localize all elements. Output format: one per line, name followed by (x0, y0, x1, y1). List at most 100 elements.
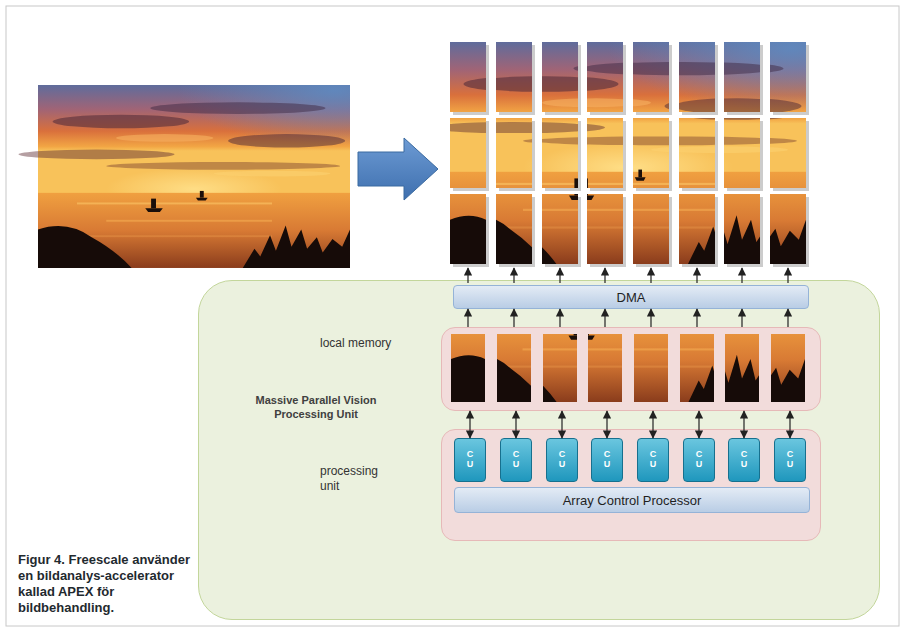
connector-arrow (604, 309, 605, 327)
image-tile (461, 42, 767, 252)
tile-shadow (590, 45, 626, 115)
compute-unit: C U (546, 438, 578, 482)
memory-tile (481, 198, 770, 402)
image-tile (481, 48, 787, 258)
image-tile (500, 42, 809, 252)
region-label: Massive Parallel Vision Processing Unit (246, 393, 386, 422)
dma-bar: DMA (453, 285, 809, 309)
connector-arrow (559, 309, 560, 327)
tile-shadow (545, 197, 581, 267)
connector-arrow (743, 411, 744, 438)
tile-shadow (682, 121, 718, 191)
output-arrow (559, 268, 560, 283)
image-tile (471, 54, 777, 267)
tile-shadow (727, 197, 763, 267)
compute-unit: C U (683, 438, 715, 482)
tile-image (481, 54, 787, 264)
image-tile (500, 54, 809, 267)
tile-shadow (773, 121, 809, 191)
tile-shadow (453, 45, 489, 115)
image-tile (461, 54, 767, 267)
tile-image (471, 54, 777, 264)
tile-image (500, 42, 806, 252)
tile-shadow (727, 45, 763, 115)
unit-label: C U (467, 450, 474, 470)
tile-image (442, 48, 748, 258)
tile-image (481, 48, 787, 258)
unit-label: C U (787, 450, 794, 470)
vision-unit-panel: DMAlocal memoryC UC UC UC UC UC UC UC UA… (198, 280, 880, 620)
connector-arrow (652, 411, 653, 438)
image-tile (471, 48, 777, 258)
tile-shadow (636, 45, 672, 115)
tile-image (461, 42, 767, 252)
compute-unit: C U (774, 438, 806, 482)
dma-output-arrows (468, 268, 788, 283)
tile-shadow (773, 45, 809, 115)
connector-arrow (650, 309, 651, 327)
output-arrow (467, 268, 468, 283)
image-tile (490, 54, 796, 267)
image-tile (452, 42, 758, 252)
image-tile (500, 48, 809, 258)
processing-unit-band: C UC UC UC UC UC UC UC UArray Control Pr… (441, 429, 821, 541)
unit-label: C U (604, 450, 611, 470)
output-arrow (513, 268, 514, 283)
tile-shadow (636, 121, 672, 191)
connector-arrow (787, 309, 788, 327)
memory-tile (458, 198, 747, 402)
tile-image (490, 54, 796, 264)
compute-unit: C U (454, 438, 486, 482)
memory-tile (504, 198, 793, 402)
tile-shadow (682, 45, 718, 115)
image-tile (442, 54, 748, 267)
tile-image (471, 48, 777, 258)
tile-shadow (499, 121, 535, 191)
connector-arrow (606, 411, 607, 438)
tile-image (432, 54, 738, 264)
compute-unit: C U (591, 438, 623, 482)
compute-unit: C U (728, 438, 760, 482)
tile-shadow (636, 197, 672, 267)
output-arrow (604, 268, 605, 283)
tile-shadow (773, 197, 809, 267)
connector-arrow (513, 309, 514, 327)
tile-grid (432, 42, 809, 267)
image-tile (481, 42, 787, 252)
unit-label: C U (559, 450, 566, 470)
figure-frame (6, 6, 899, 626)
tile-shadow (590, 121, 626, 191)
tile-image (461, 54, 767, 264)
bar-label: DMA (617, 290, 646, 305)
unit-label: C U (696, 450, 703, 470)
image-tile (490, 42, 796, 252)
memory-tiles (434, 198, 805, 402)
image-tile (442, 42, 748, 252)
output-arrow (787, 268, 788, 283)
tile-shadow (499, 45, 535, 115)
memory-tile (493, 198, 782, 402)
tile-image (442, 42, 748, 252)
tile-image (432, 42, 738, 252)
compute-unit: C U (637, 438, 669, 482)
connector-arrow (789, 411, 790, 438)
tile-shadow (453, 197, 489, 267)
tile-image (500, 54, 806, 264)
output-arrow (696, 268, 697, 283)
image-tile (481, 54, 787, 267)
tile-image (432, 48, 738, 258)
figure-caption: Figur 4. Freescale använder en bildanaly… (18, 552, 194, 615)
array-control-processor-bar: Array Control Processor (454, 487, 810, 513)
connector-arrow (741, 309, 742, 327)
tile-image (461, 48, 767, 258)
tile-image (500, 48, 806, 258)
image-tile (490, 48, 796, 258)
tile-image (490, 42, 796, 252)
tile-image (452, 42, 758, 252)
tile-image (490, 48, 796, 258)
memory-tile (516, 198, 805, 402)
connector-arrow (696, 309, 697, 327)
image-tile (442, 48, 748, 258)
